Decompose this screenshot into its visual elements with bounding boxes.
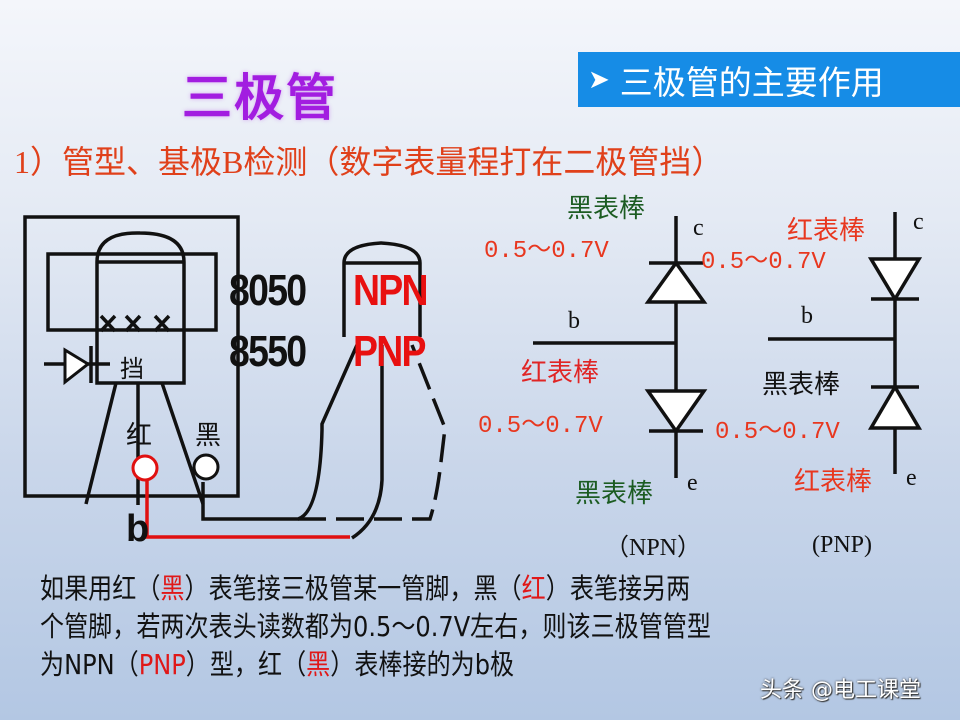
section-subtitle: 1）管型、基极B检测（数字表量程打在二极管挡） <box>14 144 724 180</box>
black-jack-icon <box>192 453 220 481</box>
dial-label: 挡 <box>120 355 144 383</box>
model-8550: 8550 <box>229 327 307 376</box>
type-npn: NPN <box>353 266 429 315</box>
npn-pin-e: e <box>687 470 698 496</box>
watermark: 头条 @电工课堂 <box>760 678 921 703</box>
slide-title: 三极管 <box>182 69 338 127</box>
npn-be-diode-icon <box>644 389 708 435</box>
pnp-caption: (PNP) <box>812 532 873 558</box>
pnp-bc-diode-icon <box>867 257 923 303</box>
dial-body <box>95 262 186 385</box>
diode-icon <box>63 347 91 386</box>
arrow-bullet-icon: ➤ <box>588 64 610 95</box>
red-probe-label: 红 <box>126 421 153 451</box>
red-jack-icon <box>131 454 159 482</box>
black-probe-label: 黑 <box>195 421 222 451</box>
multimeter-body <box>23 215 240 498</box>
section-banner: ➤ 三极管的主要作用 <box>578 52 960 107</box>
pnp-voltage-cb: 0.5～0.7V <box>701 249 826 276</box>
npn-base-probe: 红表棒 <box>521 358 600 388</box>
npn-bc-diode-icon <box>644 259 708 304</box>
type-pnp: PNP <box>353 327 427 376</box>
pnp-voltage-be: 0.5～0.7V <box>715 419 840 446</box>
pnp-top-probe: 红表棒 <box>787 216 866 246</box>
npn-caption: （NPN） <box>605 535 702 561</box>
npn-bottom-probe: 黑表棒 <box>575 479 654 509</box>
npn-voltage-be: 0.5～0.7V <box>478 413 603 440</box>
pnp-pin-e: e <box>906 465 917 491</box>
explanation-line-1: 如果用红（黑）表笔接三极管某一管脚，黑（红）表笔接另两 <box>40 572 691 605</box>
pnp-pin-c: c <box>913 209 924 235</box>
explanation-line-3: 为NPN（PNP）型，红（黑）表棒接的为b极 <box>40 648 515 681</box>
pnp-be-diode-icon <box>867 383 923 430</box>
base-label: b <box>126 508 150 550</box>
banner-label: 三极管的主要作用 <box>619 62 884 102</box>
dial-cap <box>95 231 186 263</box>
npn-voltage-cb: 0.5～0.7V <box>484 238 609 265</box>
red-lead <box>145 480 350 539</box>
pnp-pin-b: b <box>801 303 813 329</box>
explanation-line-2: 个管脚，若两次表头读数都为0.5～0.7V左右，则该三极管管型 <box>40 610 711 643</box>
multimeter-display <box>46 252 218 332</box>
pnp-bottom-probe: 红表棒 <box>794 467 873 497</box>
pnp-base-probe: 黑表棒 <box>762 370 841 400</box>
npn-pin-b: b <box>568 308 580 334</box>
model-8050: 8050 <box>229 266 307 315</box>
npn-top-probe: 黑表棒 <box>567 194 646 224</box>
explanation-text: 如果用红（黑）表笔接三极管某一管脚，黑（红）表笔接另两 个管脚，若两次表头读数都… <box>40 570 934 684</box>
dial-x-marks <box>99 314 171 333</box>
npn-pin-c: c <box>693 215 704 241</box>
